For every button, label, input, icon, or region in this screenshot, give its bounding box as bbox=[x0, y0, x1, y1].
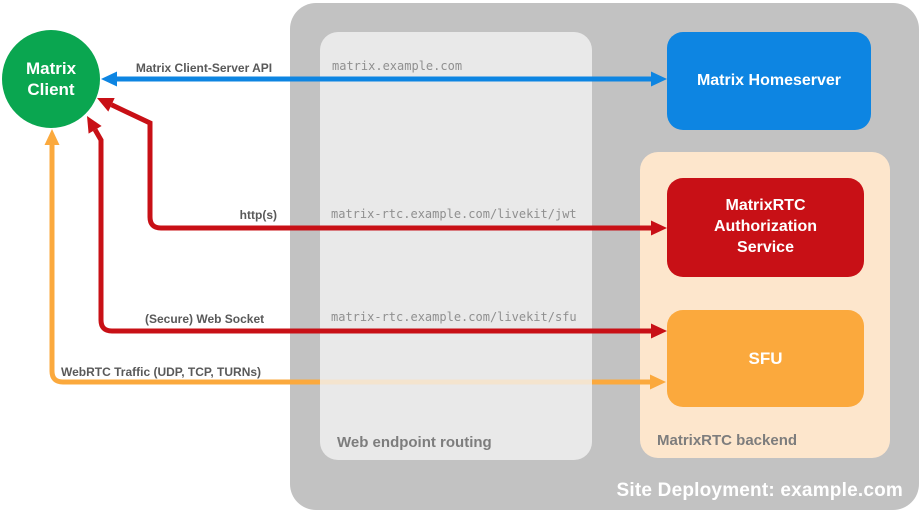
websocket-sfu-arrow bbox=[87, 116, 667, 339]
webrtc-arrowhead-client-icon bbox=[44, 129, 60, 145]
websocket-arrow-line bbox=[92, 128, 651, 334]
client-homeserver-arrow bbox=[101, 71, 667, 87]
livekit-sfu-endpoint-url: matrix-rtc.example.com/livekit/sfu bbox=[331, 310, 577, 324]
sfu-node: SFU bbox=[667, 310, 864, 407]
http-arrowhead-auth-icon bbox=[651, 220, 667, 236]
csapi-arrowhead-client-icon bbox=[101, 71, 117, 87]
matrixrtc-auth-service-node: MatrixRTC Authorization Service bbox=[667, 178, 864, 277]
webrtc-arrow-line bbox=[49, 145, 651, 385]
matrix-homeserver-label: Matrix Homeserver bbox=[696, 72, 842, 89]
matrix-client-node: Matrix Client bbox=[2, 30, 100, 128]
websocket-route-label: (Secure) Web Socket bbox=[145, 312, 265, 326]
websocket-arrowhead-client-icon bbox=[87, 116, 102, 134]
http-arrow-line bbox=[110, 102, 651, 231]
http-auth-arrow bbox=[97, 98, 667, 236]
matrix-client-label: Matrix Client bbox=[25, 58, 77, 99]
websocket-arrowhead-sfu-icon bbox=[651, 323, 667, 339]
livekit-jwt-endpoint-url: matrix-rtc.example.com/livekit/jwt bbox=[331, 207, 577, 221]
sfu-label: SFU bbox=[748, 348, 783, 368]
web-endpoint-routing-label: Web endpoint routing bbox=[337, 434, 492, 451]
site-deployment-label: Site Deployment: example.com bbox=[616, 480, 903, 501]
matrixrtc-auth-service-label: MatrixRTC Authorization Service bbox=[713, 197, 818, 256]
http-arrowhead-client-icon bbox=[97, 98, 115, 112]
matrix-homeserver-node: Matrix Homeserver bbox=[667, 32, 871, 130]
web-endpoint-routing-container: Web endpoint routing bbox=[320, 32, 592, 460]
homeserver-endpoint-url: matrix.example.com bbox=[332, 59, 463, 73]
csapi-arrowhead-homeserver-icon bbox=[651, 71, 667, 87]
matrixrtc-backend-label: MatrixRTC backend bbox=[657, 432, 798, 449]
webrtc-arrowhead-sfu-icon bbox=[650, 374, 666, 390]
csapi-route-label: Matrix Client-Server API bbox=[135, 61, 273, 75]
webrtc-route-label: WebRTC Traffic (UDP, TCP, TURNs) bbox=[61, 365, 262, 379]
http-route-label: http(s) bbox=[239, 208, 277, 222]
